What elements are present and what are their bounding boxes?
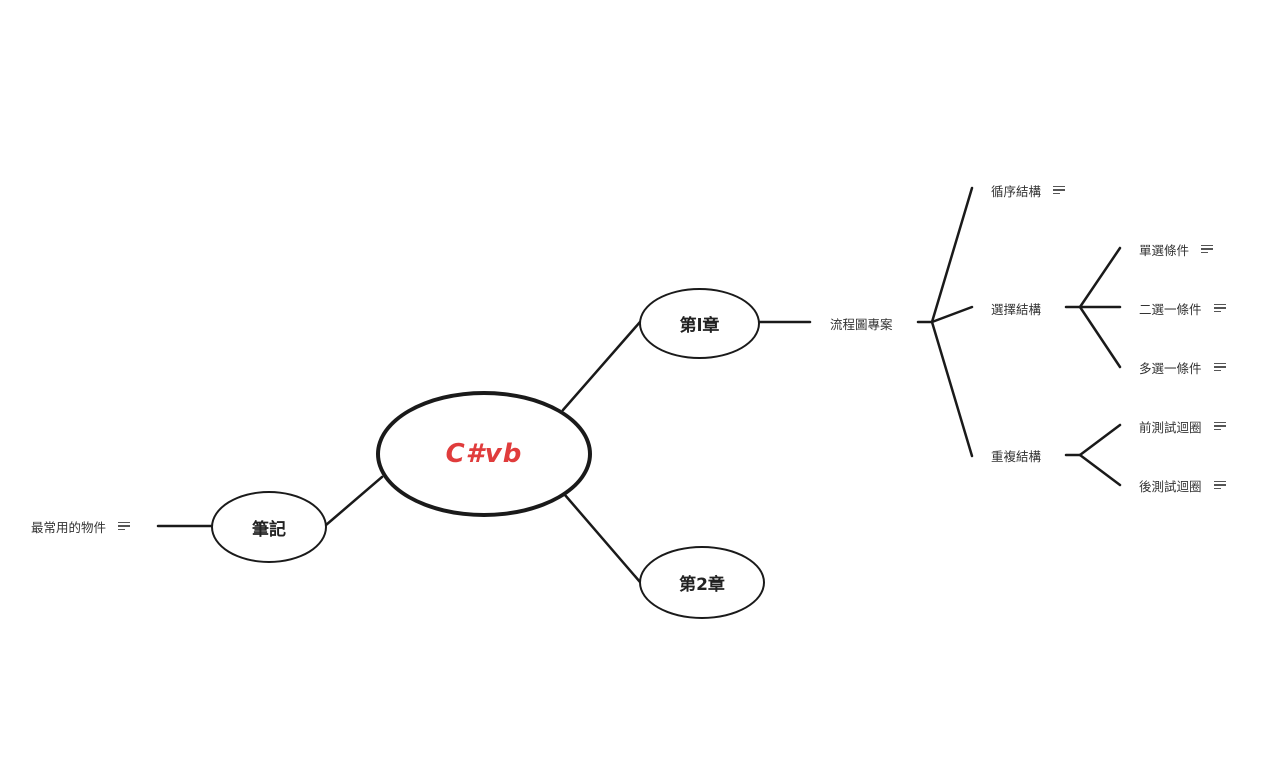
chapter1-node[interactable]: 第l章 [639, 288, 760, 359]
topic-label: 單選條件 [1139, 242, 1190, 258]
topic-posttest-loop[interactable]: 後測試迴圈 [1139, 475, 1226, 495]
topic-label: 最常用的物件 [31, 519, 107, 535]
topic-label: 後測試迴圈 [1139, 478, 1202, 494]
topic-label: 流程圖專案 [830, 316, 893, 332]
root-node[interactable]: C#vb [376, 391, 592, 517]
topic-label: 前測試迴圈 [1139, 419, 1202, 435]
topic-pretest-loop[interactable]: 前測試迴圈 [1139, 416, 1226, 436]
note-lines-icon[interactable] [1201, 245, 1214, 253]
topic-single-select[interactable]: 單選條件 [1139, 239, 1214, 259]
topic-repetition[interactable]: 重複結構 [991, 445, 1041, 465]
topic-selection[interactable]: 選擇結構 [991, 298, 1041, 318]
note-lines-icon[interactable] [1053, 186, 1066, 194]
chapter1-label: 第l章 [679, 316, 720, 336]
notes-label: 筆記 [252, 519, 286, 540]
chapter2-node[interactable]: 第2章 [639, 546, 765, 619]
chapter2-label: 第2章 [679, 575, 725, 595]
topic-flowchart[interactable]: 流程圖專案 [830, 313, 893, 333]
topic-common-objects[interactable]: 最常用的物件 [31, 516, 131, 536]
topic-label: 循序結構 [991, 183, 1042, 199]
topic-two-select[interactable]: 二選一條件 [1139, 298, 1226, 318]
note-lines-icon[interactable] [1213, 422, 1226, 430]
topic-label: 多選一條件 [1139, 360, 1202, 376]
note-lines-icon[interactable] [1213, 304, 1226, 312]
topic-label: 二選一條件 [1139, 301, 1202, 317]
note-lines-icon[interactable] [1213, 481, 1226, 489]
topic-label: 選擇結構 [991, 301, 1042, 317]
root-label: C#vb [445, 439, 523, 469]
topic-label: 重複結構 [991, 448, 1042, 464]
note-lines-icon[interactable] [1213, 363, 1226, 371]
notes-node[interactable]: 筆記 [211, 491, 327, 563]
note-lines-icon[interactable] [118, 522, 131, 530]
topic-multi-select[interactable]: 多選一條件 [1139, 357, 1226, 377]
topic-sequence[interactable]: 循序結構 [991, 180, 1066, 200]
